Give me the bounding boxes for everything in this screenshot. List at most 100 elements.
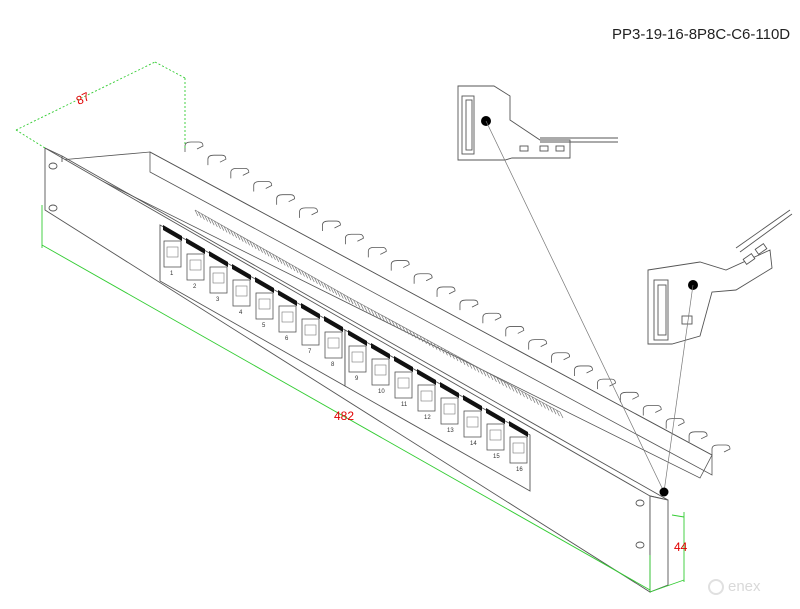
cable-hook xyxy=(459,299,479,311)
brand-watermark: enex xyxy=(708,578,761,595)
port-number: 16 xyxy=(516,467,523,473)
cable-hook xyxy=(276,194,296,205)
rj45-jack xyxy=(258,298,271,310)
cable-management-bar xyxy=(58,151,713,479)
strip-tooth xyxy=(327,285,331,292)
cable-hook xyxy=(665,418,685,429)
cable-hook xyxy=(597,378,616,390)
strip-tooth xyxy=(454,354,459,362)
strip-tooth xyxy=(507,383,511,390)
rj45-jack xyxy=(351,351,364,363)
strip-tooth xyxy=(256,244,260,251)
model-code: PP3-19-16-8P8C-C6-110D xyxy=(612,26,791,43)
strip-tooth xyxy=(440,347,445,354)
port-label-slot xyxy=(371,343,390,359)
rj45-jack xyxy=(443,403,456,415)
strip-tooth xyxy=(493,375,497,383)
strip-tooth xyxy=(419,335,424,343)
rj45-port xyxy=(255,292,274,320)
strip-tooth xyxy=(395,322,399,329)
port-label-slot xyxy=(348,330,367,346)
cable-hook xyxy=(505,326,525,337)
rj45-port xyxy=(348,345,367,373)
port-label-slot xyxy=(440,382,459,398)
rj45-port xyxy=(371,358,390,386)
rj45-port xyxy=(440,397,459,425)
strip-tooth xyxy=(346,296,351,303)
rj45-jack xyxy=(420,390,433,402)
strip-tooth xyxy=(356,301,361,308)
port-number: 13 xyxy=(447,428,454,434)
strip-tooth xyxy=(363,305,368,312)
strip-tooth xyxy=(377,313,382,320)
rj45-port xyxy=(463,410,482,438)
rj45-port xyxy=(232,279,251,307)
strip-tooth xyxy=(194,209,199,217)
rj45-jack xyxy=(212,272,225,284)
height-dimension-label: 44 xyxy=(674,540,688,554)
strip-tooth xyxy=(426,339,431,346)
strip-tooth xyxy=(314,277,318,284)
punch-down-strips xyxy=(194,209,564,419)
strip-tooth xyxy=(388,318,392,326)
strip-tooth xyxy=(301,270,305,277)
strip-tooth xyxy=(514,387,518,394)
strip-tooth xyxy=(398,324,403,331)
rj45-port xyxy=(186,253,205,281)
port-number: 6 xyxy=(285,336,289,342)
strip-tooth xyxy=(430,341,434,348)
rj45-port xyxy=(417,384,436,412)
port-label-slot xyxy=(209,251,228,267)
brand-name: enex xyxy=(728,578,761,595)
strip-tooth xyxy=(317,279,322,286)
strip-tooth xyxy=(416,333,420,341)
strip-tooth xyxy=(500,379,504,386)
port-number: 8 xyxy=(331,362,335,368)
strip-tooth xyxy=(552,408,557,415)
depth-dimension-label: 87 xyxy=(74,89,92,108)
port-number: 5 xyxy=(262,323,266,329)
strip-tooth xyxy=(545,404,550,411)
strip-tooth xyxy=(549,406,553,413)
rj45-port xyxy=(486,423,505,451)
port-label-slot xyxy=(509,421,528,437)
cable-hook xyxy=(413,273,433,284)
strip-tooth xyxy=(437,345,441,352)
cable-hooks xyxy=(184,141,731,455)
rj45-port xyxy=(394,371,413,399)
port-label-slot xyxy=(394,356,413,372)
strip-tooth xyxy=(239,235,244,242)
mounting-hole xyxy=(635,541,645,549)
dimension-lines xyxy=(15,61,685,593)
strip-tooth xyxy=(475,366,480,373)
cable-hook xyxy=(528,339,548,350)
rj45-jack xyxy=(189,259,202,271)
port-label-slot xyxy=(278,290,297,306)
strip-tooth xyxy=(535,398,539,405)
strip-tooth xyxy=(278,257,283,264)
port-label-slot xyxy=(417,369,436,385)
strip-tooth xyxy=(524,392,529,400)
strip-tooth xyxy=(220,224,225,231)
strip-tooth xyxy=(528,394,532,402)
cable-hook xyxy=(436,286,456,297)
strip-tooth xyxy=(281,259,286,266)
rj45-port xyxy=(278,305,297,333)
strip-tooth xyxy=(307,274,312,281)
cable-hook xyxy=(619,391,639,403)
cable-hook xyxy=(642,405,662,416)
cable-hook xyxy=(207,154,227,166)
leader-lines xyxy=(485,120,694,493)
cable-hook xyxy=(390,260,410,271)
cable-hook xyxy=(322,220,341,232)
strip-tooth xyxy=(336,290,341,297)
strip-tooth xyxy=(230,230,234,237)
strip-tooth xyxy=(304,272,309,279)
cable-hook xyxy=(551,352,571,363)
rj45-jack xyxy=(397,377,410,389)
strip-tooth xyxy=(343,294,347,301)
strip-tooth xyxy=(265,250,270,257)
strip-tooth xyxy=(201,213,205,220)
strip-tooth xyxy=(465,360,469,367)
